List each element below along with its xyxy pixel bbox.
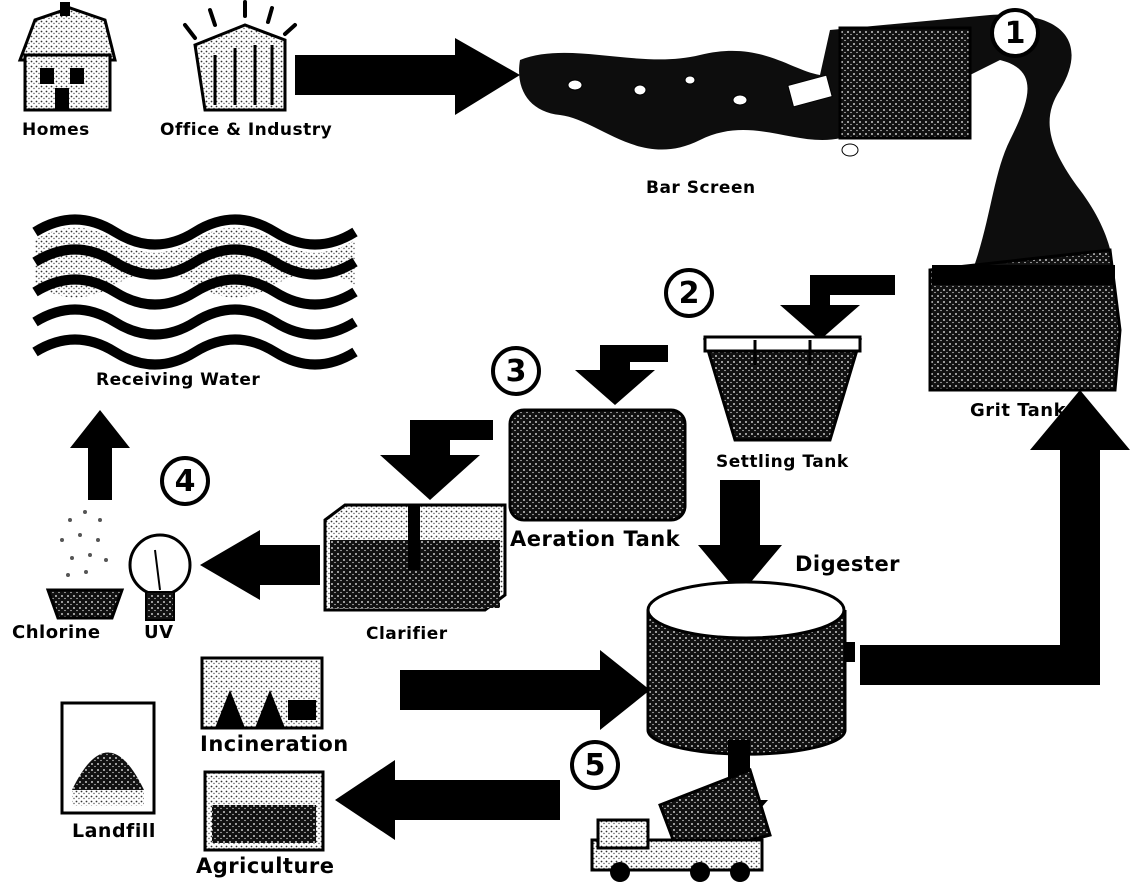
settling-tank-icon [705,337,860,440]
arrow-clarifier-to-digester [400,650,650,730]
digester-icon [648,582,855,754]
clarifier-icon [325,505,505,610]
arrow-settling-to-aeration [575,345,668,405]
digester-label: Digester [795,552,900,576]
arrow-clarifier-to-uv [200,530,320,600]
step-5-badge: 5 [570,740,620,790]
bar-screen-grate [840,28,970,138]
grit-tank-icon [930,250,1120,390]
uv-label: UV [144,622,174,643]
receiving-water-waves [35,220,355,365]
step-4-badge: 4 [160,456,210,506]
incineration-label: Incineration [200,732,349,756]
landfill-icon [62,703,154,813]
bar-screen-label: Bar Screen [646,178,756,198]
step-1-badge: 1 [990,8,1040,58]
settling-tank-label: Settling Tank [716,452,849,472]
uv-lamp-icon [130,535,190,620]
bar-screen-channel [519,14,1114,300]
aeration-tank-icon [510,410,685,520]
landfill-label: Landfill [72,820,156,842]
agriculture-icon [205,772,323,850]
homes-label: Homes [22,120,90,140]
arrow-digester-to-grit [860,390,1130,685]
arrow-office-to-barscreen [295,38,520,115]
office-industry-icon [185,2,295,110]
chlorine-label: Chlorine [12,622,101,643]
chlorine-icon [48,510,122,618]
step-2-badge: 2 [664,268,714,318]
arrow-to-disposal [335,760,560,840]
arrow-settling-to-digester [698,480,782,595]
arrow-aeration-to-clarifier [380,420,493,500]
arrow-grit-to-settling [780,275,895,340]
office-industry-label: Office & Industry [160,120,332,140]
homes-icon [20,2,115,110]
incineration-icon [202,658,322,728]
arrow-to-receiving-water [70,410,130,500]
aeration-tank-label: Aeration Tank [510,527,680,551]
clarifier-label: Clarifier [366,624,448,644]
receiving-water-label: Receiving Water [96,370,260,390]
step-3-badge: 3 [491,346,541,396]
agriculture-label: Agriculture [196,854,335,878]
grit-tank-label: Grit Tank [970,400,1066,421]
dump-truck-icon [592,770,770,882]
